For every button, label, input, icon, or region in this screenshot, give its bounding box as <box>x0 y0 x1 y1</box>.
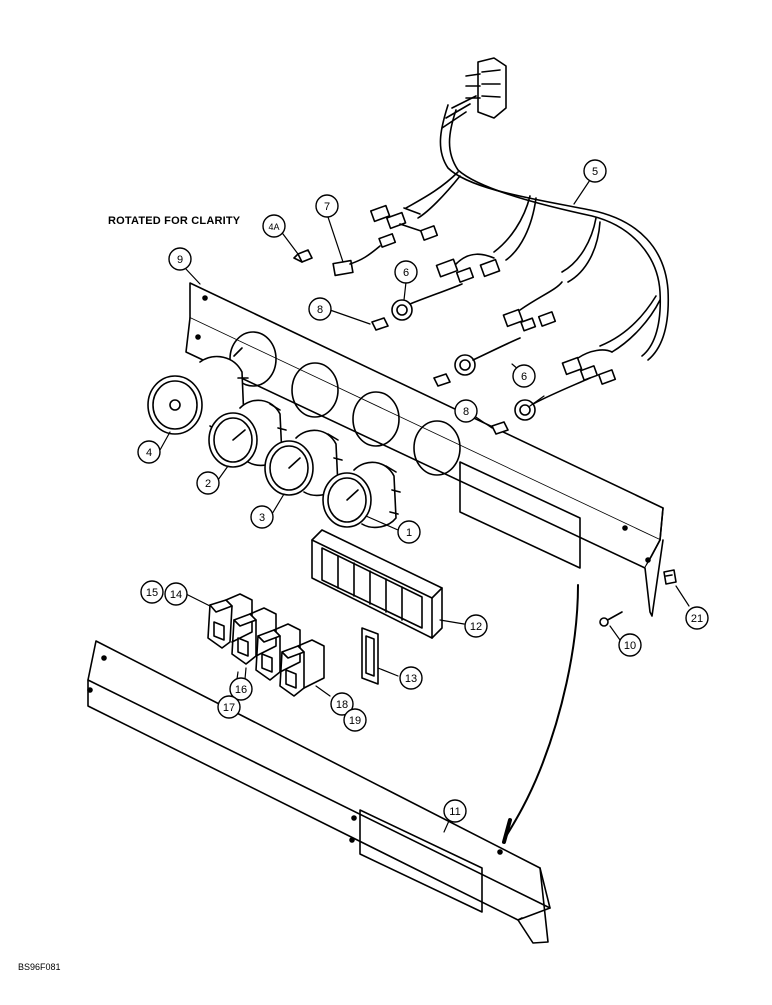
lower-panel <box>87 640 551 944</box>
svg-text:9: 9 <box>177 254 183 266</box>
callout-21: 21 <box>685 606 709 630</box>
callout-18: 18 <box>330 692 354 716</box>
filler-plate-13 <box>361 627 379 685</box>
svg-text:15: 15 <box>146 587 158 599</box>
svg-text:4A: 4A <box>268 222 279 232</box>
bulb-4a <box>293 249 313 263</box>
callout-4a: 4A <box>262 214 286 238</box>
svg-text:17: 17 <box>223 702 235 714</box>
svg-text:13: 13 <box>405 673 417 685</box>
svg-text:8: 8 <box>463 406 469 418</box>
svg-text:14: 14 <box>170 589 182 601</box>
svg-text:21: 21 <box>691 613 703 625</box>
leader-lines <box>159 179 690 833</box>
callout-2: 2 <box>196 471 220 495</box>
svg-text:10: 10 <box>624 640 636 652</box>
svg-text:2: 2 <box>205 478 211 490</box>
image-code: BS96F081 <box>18 962 61 972</box>
callout-15: 15 <box>140 580 164 604</box>
upper-instrument-panel <box>185 282 664 617</box>
callout-12: 12 <box>464 614 488 638</box>
svg-text:18: 18 <box>336 699 348 711</box>
svg-text:3: 3 <box>259 512 265 524</box>
bulb-8 <box>371 317 509 435</box>
callout-bubbles: 1 2 3 4 4A 5 6 6 7 8 8 9 10 11 12 1 <box>137 159 709 823</box>
switch-bezel-12 <box>311 529 443 639</box>
callout-1: 1 <box>397 520 421 544</box>
callout-8a: 8 <box>308 297 332 321</box>
gauge-3 <box>264 429 343 497</box>
svg-text:11: 11 <box>449 806 460 818</box>
svg-text:7: 7 <box>324 201 330 213</box>
callout-4: 4 <box>137 440 161 464</box>
svg-text:4: 4 <box>146 447 152 459</box>
callout-10: 10 <box>618 633 642 657</box>
gauge-1 <box>322 461 401 529</box>
callout-11: 11 <box>443 799 467 823</box>
bulb-socket-6 <box>391 283 591 421</box>
svg-text:5: 5 <box>592 166 598 178</box>
callout-7: 7 <box>315 194 339 218</box>
svg-text:16: 16 <box>235 684 247 696</box>
screw-10 <box>599 611 623 627</box>
callout-17: 17 <box>217 695 241 719</box>
svg-text:1: 1 <box>406 527 412 539</box>
callout-5: 5 <box>583 159 607 183</box>
clip-21 <box>663 569 677 585</box>
callout-6a: 6 <box>394 260 418 284</box>
callout-14: 14 <box>164 582 188 606</box>
svg-text:6: 6 <box>521 371 527 383</box>
svg-text:12: 12 <box>470 621 482 633</box>
svg-text:8: 8 <box>317 304 323 316</box>
callout-9: 9 <box>168 247 192 271</box>
rotated-for-clarity-note: ROTATED FOR CLARITY <box>108 215 241 227</box>
connector-7 <box>332 245 381 277</box>
svg-text:19: 19 <box>349 715 361 727</box>
wiring-harness <box>369 57 670 844</box>
callout-3: 3 <box>250 505 274 529</box>
callout-6b: 6 <box>512 364 536 388</box>
callout-8b: 8 <box>454 399 478 423</box>
callout-16: 16 <box>229 677 253 701</box>
callout-13: 13 <box>399 666 423 690</box>
svg-text:6: 6 <box>403 267 409 279</box>
callout-19: 19 <box>343 708 367 732</box>
rocker-switches <box>207 593 325 697</box>
